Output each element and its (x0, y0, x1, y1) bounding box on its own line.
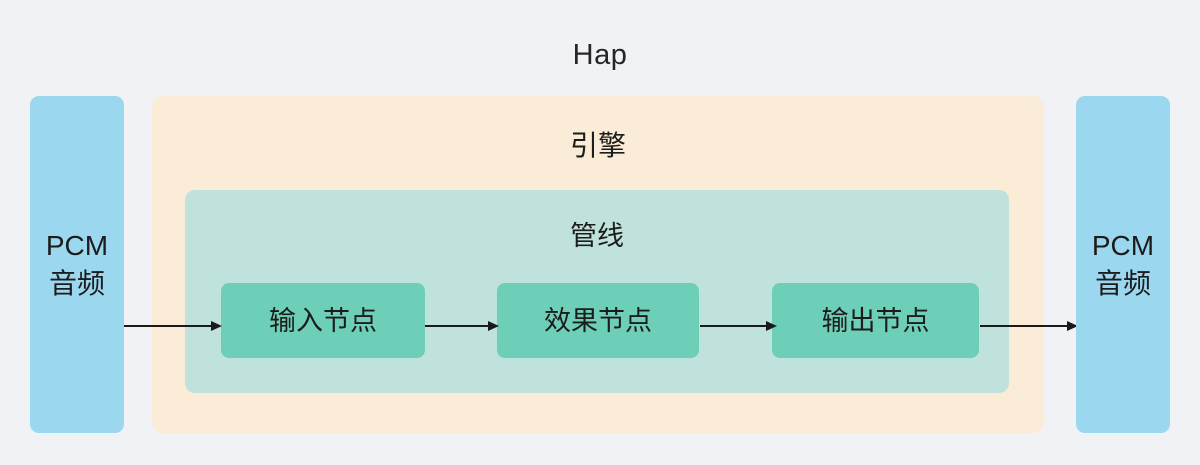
node-output-label: 输出节点 (821, 305, 930, 336)
pcm-audio-output-label-line2: 音频 (1094, 267, 1151, 299)
node-input: 输入节点 (221, 283, 425, 358)
engine-label: 引擎 (569, 130, 626, 161)
pcm-audio-output-label-line1: PCM (1091, 229, 1155, 261)
pipeline-label: 管线 (570, 221, 624, 251)
pcm-audio-input-label-line1: PCM (45, 229, 109, 261)
pcm-audio-input-box: PCM 音频 (30, 96, 124, 433)
pipeline-container: 管线 输入节点 效果节点 输出节点 (185, 190, 1009, 393)
pcm-audio-output-box: PCM 音频 (1076, 96, 1170, 433)
node-effect: 效果节点 (497, 283, 699, 358)
pcm-audio-input-label-line2: 音频 (48, 267, 105, 299)
node-effect-label: 效果节点 (544, 305, 652, 336)
arrow-output-to-pcm-icon (980, 319, 1078, 333)
engine-container: 引擎 管线 输入节点 效果节点 输出节点 (152, 96, 1044, 433)
arrow-input-to-effect-icon (425, 319, 499, 333)
diagram-title: Hap (572, 39, 628, 71)
node-input-label: 输入节点 (269, 305, 377, 336)
arrow-pcm-to-input-icon (124, 319, 222, 333)
node-output: 输出节点 (772, 283, 979, 358)
arrow-effect-to-output-icon (700, 319, 777, 333)
